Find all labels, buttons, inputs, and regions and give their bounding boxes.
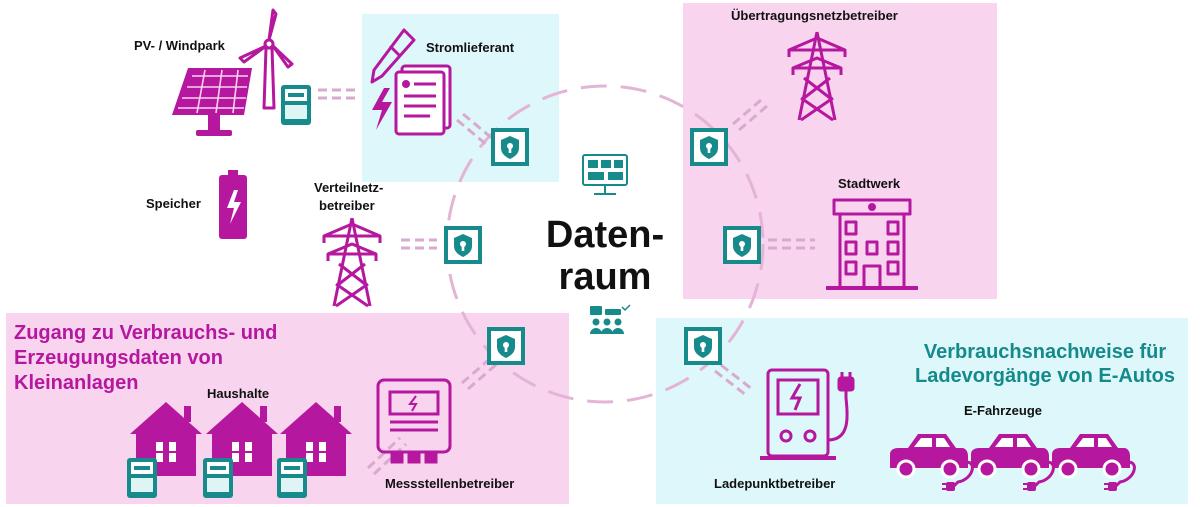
- label-stadtwerk: Stadtwerk: [838, 176, 901, 191]
- headline-kleinanlagen-line1: Zugang zu Verbrauchs- und: [14, 322, 278, 344]
- label-verteilnetz-line2: betreiber: [319, 198, 375, 213]
- label-e-fahrzeuge: E-Fahrzeuge: [964, 403, 1043, 418]
- headline-kleinanlagen-line2: Erzeugungsdaten von: [14, 347, 223, 369]
- electric-car-icon-1: [888, 432, 974, 493]
- shield-lock-icon-w: [444, 226, 482, 264]
- headline-e-autos-line1: Verbrauchsnachweise für: [923, 341, 1167, 363]
- electric-car-icon-2: [969, 432, 1055, 493]
- label-pv-windpark: PV- / Windpark: [134, 38, 225, 53]
- dataspace-title-line1: Daten-: [545, 214, 665, 256]
- headline-e-autos-line2: Ladevorgänge von E-Autos: [914, 365, 1176, 387]
- city-building-icon: [826, 198, 918, 290]
- meter-icon-pv: [281, 85, 311, 125]
- charging-station-icon: [760, 368, 855, 460]
- electric-car-icon-3: [1050, 432, 1136, 493]
- wind-turbine-icon: [238, 8, 294, 110]
- monitor-dashboard-icon: [582, 154, 628, 195]
- label-verteilnetz-line1: Verteilnetz-: [314, 180, 384, 195]
- meter-icon-house-3: [277, 458, 307, 498]
- headline-kleinanlagen-line3: Kleinanlagen: [14, 372, 139, 394]
- meter-icon-house-1: [127, 458, 157, 498]
- meter-icon-house-2: [203, 458, 233, 498]
- shield-lock-icon-e: [723, 226, 761, 264]
- people-data-icon: [590, 304, 631, 334]
- shield-lock-icon-ne: [690, 128, 728, 166]
- power-pylon-icon-uebertragung: [787, 30, 847, 122]
- solar-panel-icon: [172, 68, 252, 136]
- shield-lock-icon-sw: [487, 327, 525, 365]
- contract-pen-icon: [370, 28, 452, 136]
- label-messstellen: Messstellenbetreiber: [385, 476, 515, 491]
- label-haushalte: Haushalte: [207, 386, 270, 401]
- dataspace-title-line2: raum: [558, 256, 652, 298]
- label-ladepunkt: Ladepunktbetreiber: [714, 476, 836, 491]
- label-uebertragung: Übertragungsnetzbetreiber: [731, 8, 898, 23]
- label-stromlieferant: Stromlieferant: [426, 40, 515, 55]
- battery-icon: [219, 170, 247, 239]
- panel-e-autos: [656, 318, 1188, 504]
- power-pylon-icon-verteilnetz: [322, 216, 382, 308]
- shield-lock-icon-se: [684, 327, 722, 365]
- shield-lock-icon-nw: [491, 128, 529, 166]
- label-speicher: Speicher: [146, 196, 201, 211]
- smart-meter-icon: [376, 378, 452, 464]
